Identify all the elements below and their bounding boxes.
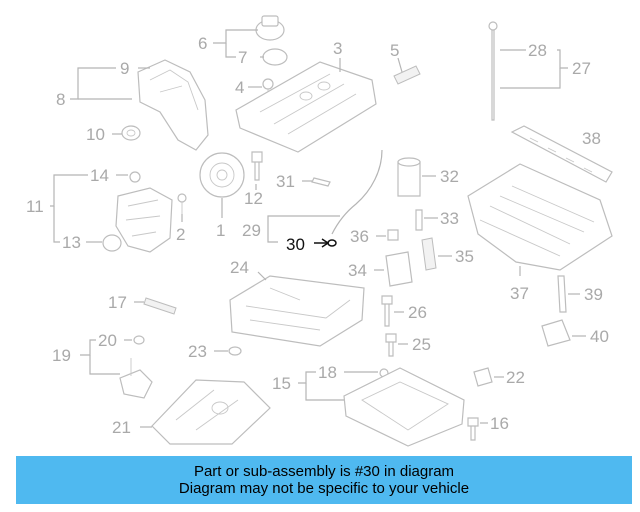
oil-cap-grip	[261, 15, 279, 27]
callout-21[interactable]: 21	[112, 418, 131, 437]
callout-18[interactable]: 18	[318, 363, 337, 382]
callout-37[interactable]: 37	[510, 284, 529, 303]
callout-39[interactable]: 39	[584, 285, 603, 304]
oil-pan-lower-detail	[361, 381, 449, 431]
oil-filter-top	[397, 157, 421, 167]
sensor-39	[557, 275, 567, 313]
callout-29[interactable]: 29	[242, 221, 261, 240]
callout-23[interactable]: 23	[188, 342, 207, 361]
seal-10-inner	[126, 129, 136, 137]
callout-17[interactable]: 17	[108, 293, 127, 312]
bolt-12	[251, 151, 263, 181]
lower-cover	[151, 379, 271, 445]
callout-22[interactable]: 22	[506, 368, 525, 387]
oil-pump	[119, 369, 153, 399]
part-drawings	[102, 15, 613, 447]
seal-23	[228, 346, 242, 356]
seal-30	[327, 239, 337, 247]
dipstick-tube	[331, 149, 383, 235]
bolt-26	[381, 295, 393, 327]
oil-pan-upper-detail	[245, 287, 351, 331]
lower-cover-detail	[175, 389, 239, 431]
callout-3[interactable]: 3	[333, 39, 342, 58]
callout-9[interactable]: 9	[120, 59, 129, 78]
callout-13[interactable]: 13	[62, 233, 81, 252]
dipstick	[491, 27, 495, 121]
dipstick-handle	[488, 21, 498, 31]
oil-filter	[397, 161, 421, 197]
sender-33	[415, 209, 423, 231]
seal-10	[121, 125, 141, 141]
callout-35[interactable]: 35	[455, 247, 474, 266]
callout-10[interactable]: 10	[86, 125, 105, 144]
callout-32[interactable]: 32	[440, 167, 459, 186]
callout-1[interactable]: 1	[216, 221, 225, 240]
callout-28[interactable]: 28	[528, 41, 547, 60]
callout-36[interactable]: 36	[350, 227, 369, 246]
callout-20[interactable]: 20	[98, 331, 117, 350]
bolt-25	[385, 333, 397, 357]
valve-cover-ribs	[259, 73, 357, 135]
callout-11[interactable]: 11	[26, 197, 44, 216]
bolt-31	[311, 177, 331, 187]
callout-31[interactable]: 31	[276, 172, 295, 191]
oil-cooler	[385, 251, 413, 287]
callout-labels: 6 7 9 8 10 3 4 5 28 27 38 14 11 13 12 2 …	[26, 34, 609, 437]
timing-cover-upper	[137, 59, 209, 151]
seal-13	[102, 234, 122, 252]
callout-2[interactable]: 2	[176, 225, 185, 244]
drain-plug	[473, 367, 493, 387]
cap-seal	[262, 48, 288, 66]
bracket-5	[393, 65, 421, 85]
bracket-17	[143, 297, 177, 315]
timing-cover-detail	[149, 69, 199, 111]
callout-34[interactable]: 34	[348, 261, 367, 280]
callout-7[interactable]: 7	[238, 48, 247, 67]
valve-40	[541, 319, 571, 347]
bolt-36	[387, 229, 399, 241]
callout-27[interactable]: 27	[572, 59, 591, 78]
callout-30[interactable]: 30	[286, 235, 305, 254]
bracket-35	[421, 237, 437, 271]
leader-lines	[50, 29, 586, 428]
callout-16[interactable]: 16	[490, 414, 509, 433]
valve-cover	[235, 61, 377, 153]
callout-33[interactable]: 33	[440, 209, 459, 228]
oil-pan-lower	[343, 367, 465, 447]
crank-pulley-inner	[209, 162, 235, 188]
intake-gasket-ports	[529, 137, 593, 173]
bolt-4	[262, 78, 274, 90]
parts-diagram: 6 7 9 8 10 3 4 5 28 27 38 14 11 13 12 2 …	[26, 15, 613, 447]
info-banner: Part or sub-assembly is #30 in diagram D…	[16, 456, 632, 504]
banner-line-part: Part or sub-assembly is #30 in diagram	[193, 463, 455, 480]
callout-38[interactable]: 38	[582, 129, 601, 148]
callout-24[interactable]: 24	[230, 258, 249, 277]
callout-40[interactable]: 40	[590, 327, 609, 346]
callout-4[interactable]: 4	[235, 78, 244, 97]
callout-19[interactable]: 19	[52, 346, 71, 365]
callout-15[interactable]: 15	[272, 374, 291, 393]
callout-26[interactable]: 26	[408, 303, 427, 322]
callout-12[interactable]: 12	[244, 189, 263, 208]
callout-6[interactable]: 6	[198, 34, 207, 53]
ring-20	[133, 335, 145, 345]
crank-pulley	[199, 152, 245, 198]
intake-manifold	[467, 163, 613, 271]
banner-line-disclaimer: Diagram may not be specific to your vehi…	[178, 480, 470, 497]
timing-cover-lower	[115, 187, 173, 253]
washer-14	[129, 171, 141, 183]
intake-gasket	[510, 125, 613, 183]
bolt-16	[467, 417, 479, 441]
callout-8[interactable]: 8	[56, 90, 65, 109]
oil-pan-upper	[229, 275, 365, 347]
callout-25[interactable]: 25	[412, 335, 431, 354]
callout-5[interactable]: 5	[390, 41, 399, 60]
crank-pulley-hub	[216, 169, 228, 181]
intake-manifold-runners	[479, 185, 595, 257]
callout-14[interactable]: 14	[90, 166, 109, 185]
timing-cover-lower-detail	[125, 199, 161, 237]
bolt-2	[177, 193, 187, 203]
